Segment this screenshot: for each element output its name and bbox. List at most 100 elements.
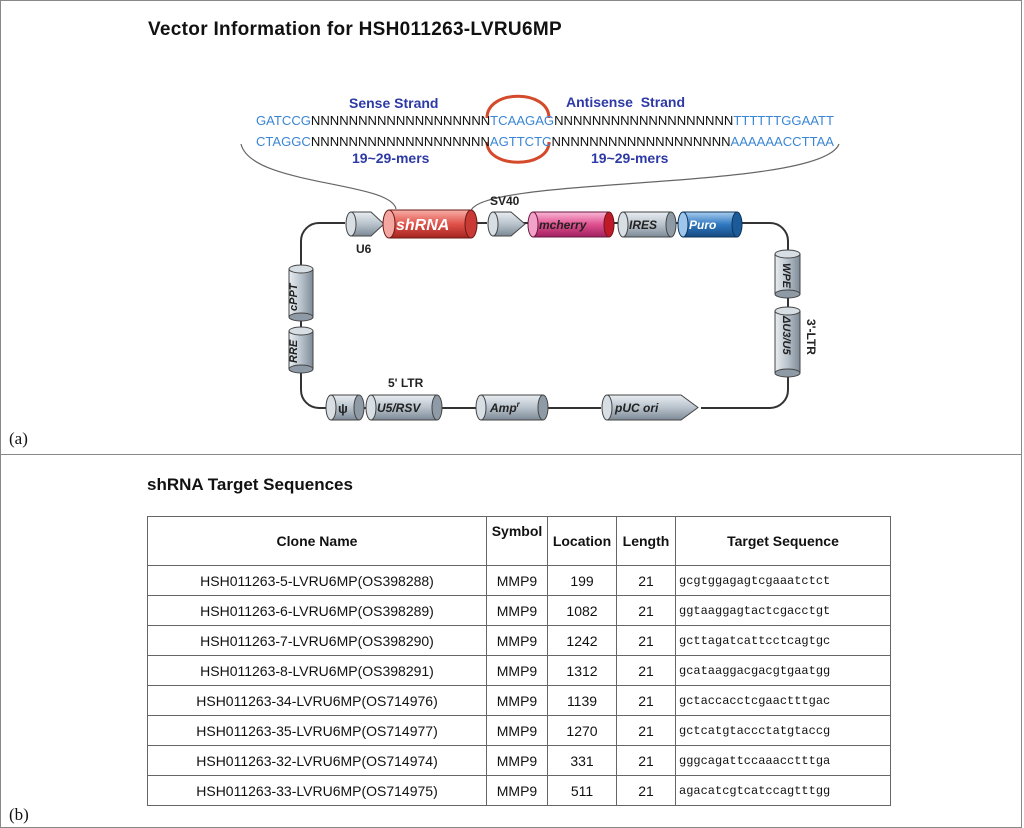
cell-clone-name: HSH011263-8-LVRU6MP(OS398291) (147, 655, 487, 686)
cell-target-sequence: agacatcgtcatccagtttgg (675, 775, 891, 806)
cell-length: 21 (616, 685, 676, 716)
du3u5-label: ΔU3/U5 (780, 315, 792, 355)
shrna-target-table: Clone Name Symbol Location Length Target… (147, 516, 891, 806)
cell-length: 21 (616, 655, 676, 686)
amp-label-superscript: r (517, 400, 521, 409)
cell-symbol: MMP9 (486, 655, 548, 686)
cell-clone-name: HSH011263-6-LVRU6MP(OS398289) (147, 595, 487, 626)
mers-left-label: 19~29-mers (352, 150, 430, 166)
shrna-element: shRNA (382, 209, 478, 239)
ires-label: IRES (629, 218, 657, 232)
cell-location: 511 (547, 775, 617, 806)
seq-bottom-n-left: NNNNNNNNNNNNNNNNNNN (311, 135, 490, 149)
cell-clone-name: HSH011263-7-LVRU6MP(OS398290) (147, 625, 487, 656)
psi-element: ψ (325, 394, 365, 421)
callout-left-curve (240, 143, 397, 210)
u5rsv-label: U5/RSV (377, 401, 421, 415)
header-clone-name: Clone Name (147, 516, 487, 566)
seq-top-n-right: NNNNNNNNNNNNNNNNNNN (554, 114, 733, 128)
amp-label: Ampr (489, 400, 521, 415)
cell-location: 1312 (547, 655, 617, 686)
shrna-table-title: shRNA Target Sequences (147, 475, 353, 494)
cell-location: 1242 (547, 625, 617, 656)
mcherry-label: mcherry (539, 218, 588, 232)
sv40-label: SV40 (490, 194, 520, 208)
cell-location: 199 (547, 565, 617, 596)
psi-label: ψ (338, 401, 348, 416)
callout-right-curve (470, 143, 840, 212)
u6-promoter: U6 (345, 211, 385, 256)
rre-label: RRE (288, 339, 300, 363)
plasmid-backbone (300, 222, 789, 409)
puc-ori-label: pUC ori (614, 401, 659, 415)
cell-length: 21 (616, 745, 676, 776)
cell-length: 21 (616, 625, 676, 656)
cell-length: 21 (616, 595, 676, 626)
mers-right-label: 19~29-mers (591, 150, 669, 166)
vector-title: Vector Information for HSH011263-LVRU6MP (148, 19, 562, 40)
puro-element: Puro (677, 211, 743, 238)
cell-clone-name: HSH011263-33-LVRU6MP(OS714975) (147, 775, 487, 806)
panel-b-label: (b) (9, 805, 29, 824)
cell-target-sequence: gcataaggacgacgtgaatgg (675, 655, 891, 686)
cppt-label: cPPT (288, 282, 300, 311)
seq-bottom-n-right: NNNNNNNNNNNNNNNNNNN (552, 135, 731, 149)
cell-symbol: MMP9 (486, 625, 548, 656)
cell-symbol: MMP9 (486, 745, 548, 776)
cell-clone-name: HSH011263-32-LVRU6MP(OS714974) (147, 745, 487, 776)
amp-element: Ampr (475, 394, 549, 421)
u6-label: U6 (356, 242, 372, 256)
seq-bottom-right-flank: AAAAAACCTTAA (731, 135, 835, 149)
panel-a: Vector Information for HSH011263-LVRU6MP… (0, 0, 1022, 455)
seq-bottom-left-flank: CTAGGC (256, 135, 311, 149)
wpe-label: WPE (780, 263, 792, 289)
cell-target-sequence: gctcatgtaccctatgtaccg (675, 715, 891, 746)
mcherry-element: mcherry (527, 211, 615, 238)
panel-b: shRNA Target Sequences Clone Name Symbol… (0, 454, 1022, 828)
cell-symbol: MMP9 (486, 775, 548, 806)
panel-a-label: (a) (9, 429, 28, 448)
cell-target-sequence: ggtaaggagtactcgacctgt (675, 595, 891, 626)
seq-top-loop: TCAAGAG (490, 114, 554, 128)
cell-location: 331 (547, 745, 617, 776)
cell-length: 21 (616, 565, 676, 596)
ltr3-label: 3'-LTR (804, 319, 818, 355)
hairpin-loop-top-arc (485, 94, 551, 119)
seq-top-right-flank: TTTTTTGGAATT (733, 114, 834, 128)
cell-symbol: MMP9 (486, 595, 548, 626)
cell-location: 1082 (547, 595, 617, 626)
cell-clone-name: HSH011263-5-LVRU6MP(OS398288) (147, 565, 487, 596)
cell-target-sequence: gcgtggagagtcgaaatctct (675, 565, 891, 596)
puc-ori-element: pUC ori (601, 393, 701, 423)
cell-clone-name: HSH011263-34-LVRU6MP(OS714976) (147, 685, 487, 716)
cell-clone-name: HSH011263-35-LVRU6MP(OS714977) (147, 715, 487, 746)
table-header-row: Clone Name Symbol Location Length Target… (147, 516, 891, 566)
cell-location: 1139 (547, 685, 617, 716)
cell-length: 21 (616, 715, 676, 746)
cppt-element: cPPT (288, 264, 314, 322)
amp-label-text: Amp (489, 401, 517, 415)
sv40-promoter: SV40 (487, 194, 526, 237)
cell-location: 1270 (547, 715, 617, 746)
ltr5-label: 5' LTR (388, 376, 424, 390)
cell-symbol: MMP9 (486, 685, 548, 716)
cell-symbol: MMP9 (486, 715, 548, 746)
rre-element: RRE (288, 326, 314, 374)
cell-target-sequence: gggcagattccaaacctttga (675, 745, 891, 776)
header-target-sequence: Target Sequence (675, 516, 891, 566)
shrna-label: shRNA (396, 217, 449, 234)
cell-target-sequence: gctaccacctcgaactttgac (675, 685, 891, 716)
ires-element: IRES (617, 211, 677, 238)
header-symbol: Symbol (486, 516, 548, 566)
